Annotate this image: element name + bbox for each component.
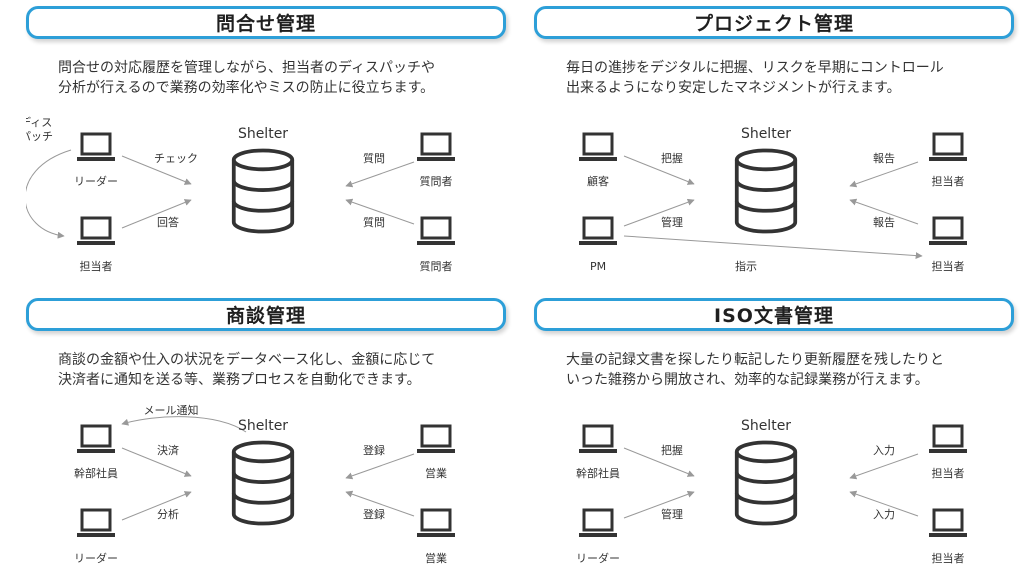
leader-label: リーダー	[576, 551, 620, 565]
panel-title: ISO文書管理	[534, 298, 1014, 331]
report-label-bottom: 報告	[873, 216, 895, 229]
laptop-icon	[76, 508, 116, 539]
report-label-top: 報告	[873, 152, 895, 165]
manage-label: 管理	[661, 507, 683, 521]
staff-label-top: 担当者	[932, 174, 965, 188]
laptop-icon	[578, 132, 618, 163]
manage-label: 管理	[661, 215, 683, 229]
input-arrow-bottom	[849, 490, 919, 517]
settle-label: 決済	[157, 443, 179, 457]
db-label: Shelter	[741, 418, 791, 434]
report-arrow-top	[849, 161, 919, 188]
executive-label: 幹部社員	[576, 466, 620, 480]
mail-notice-arrow	[121, 416, 247, 433]
sales-label-bottom: 営業	[425, 551, 447, 565]
settle-arrow	[121, 447, 192, 477]
question-arrow-bottom	[345, 198, 415, 225]
laptop-icon	[928, 508, 968, 539]
dispatch-label-2: パッチ	[26, 130, 53, 143]
question-label-top: 質問	[363, 151, 385, 165]
laptop-icon	[416, 508, 456, 539]
leader-label: リーダー	[74, 174, 118, 188]
customer-label: 顧客	[587, 174, 609, 188]
laptop-icon	[578, 424, 618, 455]
question-label-bottom: 質問	[363, 215, 385, 229]
grasp-label: 把握	[661, 151, 683, 165]
report-arrow-bottom	[849, 198, 919, 225]
panel-description: 大量の記録文書を探したり転記したり更新履歴を残したりと いった雑務から開放され、…	[566, 352, 944, 388]
manage-arrow	[623, 198, 695, 227]
analysis-label: 分析	[157, 507, 179, 521]
db-label: Shelter	[741, 126, 791, 142]
project-diagram: 顧客 PM 把握 管理 指示 Shelter 担当者 担当者 報告 報告	[578, 126, 968, 273]
analysis-arrow	[121, 491, 192, 521]
grasp-label: 把握	[661, 443, 683, 457]
staff-label: 担当者	[80, 259, 113, 273]
grasp-arrow	[623, 155, 695, 185]
laptop-icon	[928, 132, 968, 163]
laptop-icon	[76, 424, 116, 455]
panel-deal-management: 商談管理 商談の金額や仕入の状況をデータベース化し、金額に応じて 決済者に通知を…	[26, 292, 514, 572]
panel-description: 問合せの対応履歴を管理しながら、担当者のディスパッチや 分析が行えるので業務の効…	[58, 60, 436, 96]
panel-project-management: プロジェクト管理 毎日の進捗をデジタルに把握、リスクを早期にコントロール 出来る…	[534, 0, 1022, 280]
database-icon	[231, 440, 295, 526]
laptop-icon	[416, 424, 456, 455]
questioner-label-top: 質問者	[420, 174, 453, 188]
laptop-icon	[416, 216, 456, 247]
pm-label: PM	[590, 260, 606, 273]
panel-iso-document-management: ISO文書管理 大量の記録文書を探したり転記したり更新履歴を残したりと いった雑…	[534, 292, 1022, 572]
laptop-icon	[928, 216, 968, 247]
questioner-label-bottom: 質問者	[420, 259, 453, 273]
database-icon	[734, 148, 798, 234]
input-label-top: 入力	[873, 444, 895, 457]
check-label: チェック	[154, 152, 198, 165]
iso-diagram: 幹部社員 リーダー 把握 管理 Shelter 担当者 担当者 入力 入力	[576, 418, 968, 565]
input-label-bottom: 入力	[873, 508, 895, 521]
grasp-arrow	[623, 447, 695, 477]
panel-title: プロジェクト管理	[534, 6, 1014, 39]
database-icon	[231, 148, 295, 234]
staff-label-top: 担当者	[932, 466, 965, 480]
mail-notice-label: メール通知	[144, 403, 199, 417]
panel-inquiry-management: 問合せ管理 問合せの対応履歴を管理しながら、担当者のディスパッチや 分析が行える…	[26, 0, 514, 280]
leader-label: リーダー	[74, 551, 118, 565]
answer-label: 回答	[157, 215, 179, 229]
panel-description: 毎日の進捗をデジタルに把握、リスクを早期にコントロール 出来るようになり安定した…	[566, 60, 944, 96]
laptop-icon	[76, 216, 116, 247]
deal-diagram: メール通知 幹部社員 リーダー 決済 分析 Shelter 営業 営業 登録 登…	[74, 403, 456, 565]
answer-arrow	[121, 199, 192, 229]
sales-label-top: 営業	[425, 466, 447, 480]
input-arrow-top	[849, 453, 919, 480]
db-label: Shelter	[238, 126, 288, 142]
register-arrow-top	[345, 453, 415, 480]
dispatch-label-1: ディス	[26, 115, 52, 129]
laptop-icon	[578, 508, 618, 539]
manage-arrow	[623, 490, 695, 519]
panel-description: 商談の金額や仕入の状況をデータベース化し、金額に応じて 決済者に通知を送る等、業…	[58, 352, 436, 388]
inquiry-diagram: ディス パッチ リーダー 担当者 チェック 回答 Shelter 質問者 質問者…	[26, 115, 456, 273]
instruct-label: 指示	[735, 259, 757, 273]
laptop-icon	[76, 132, 116, 163]
staff-label-bottom: 担当者	[932, 551, 965, 565]
laptop-icon	[928, 424, 968, 455]
panel-title: 問合せ管理	[26, 6, 506, 39]
register-label-top: 登録	[363, 443, 385, 457]
staff-label-bottom: 担当者	[932, 259, 965, 273]
dispatch-arrow	[26, 149, 72, 239]
register-arrow-bottom	[345, 490, 415, 517]
db-label: Shelter	[238, 418, 288, 434]
check-arrow	[121, 155, 192, 185]
register-label-bottom: 登録	[363, 507, 385, 521]
executive-label: 幹部社員	[74, 466, 118, 480]
panel-title: 商談管理	[26, 298, 506, 331]
database-icon	[734, 440, 798, 526]
instruct-arrow	[623, 235, 923, 260]
question-arrow-top	[345, 161, 415, 188]
laptop-icon	[578, 216, 618, 247]
laptop-icon	[416, 132, 456, 163]
